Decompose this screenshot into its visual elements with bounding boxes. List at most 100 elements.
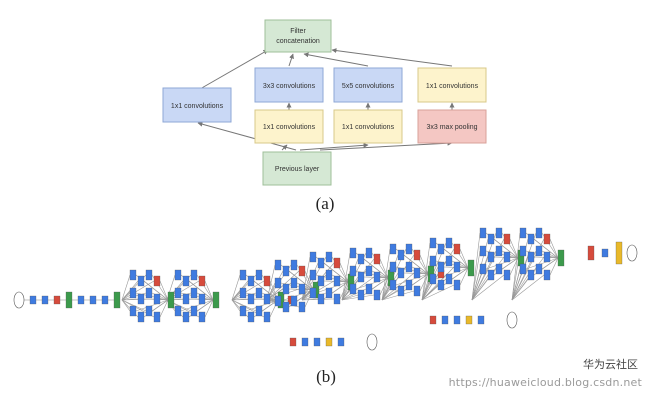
inception-layer — [137, 293, 145, 305]
inception-layer — [413, 267, 421, 279]
conv1x1-pool-box: 1x1 convolutions — [417, 67, 487, 103]
inception-layer — [453, 261, 461, 273]
inception-layer — [373, 289, 381, 301]
inception-layer — [333, 293, 341, 305]
inception-layer — [145, 287, 153, 299]
previous-layer-box: Previous layer — [262, 151, 332, 186]
inception-layer — [495, 227, 503, 239]
inception-layer — [274, 295, 282, 307]
aux-layer — [313, 337, 321, 347]
inception-layer — [247, 311, 255, 323]
inception-layer — [153, 275, 161, 287]
inception-layer — [479, 245, 487, 257]
inception-layer — [405, 261, 413, 273]
inception-layer — [349, 247, 357, 259]
inception-layer — [255, 305, 263, 317]
output-node — [626, 244, 638, 262]
inception-layer — [397, 267, 405, 279]
inception-layer — [437, 261, 445, 273]
inception-layer — [373, 253, 381, 265]
inception-layer — [535, 245, 543, 257]
inception-layer — [174, 287, 182, 299]
conv1x1-a-box: 1x1 convolutions — [254, 109, 324, 144]
inception-layer — [389, 243, 397, 255]
conv1x1-a-label: 1x1 convolutions — [263, 124, 316, 131]
aux-layer — [453, 315, 461, 325]
inception-layer — [357, 253, 365, 265]
aux-layer — [325, 337, 333, 347]
inception-layer — [445, 255, 453, 267]
head-softmax — [615, 241, 623, 265]
inception-layer — [365, 247, 373, 259]
inception-layer — [198, 311, 206, 323]
inception-layer — [263, 293, 271, 305]
inception-layer — [145, 269, 153, 281]
inception-layer — [325, 269, 333, 281]
edge-prev-to-1x1b — [299, 142, 369, 151]
inception-layer — [519, 245, 527, 257]
inception-layer — [309, 269, 317, 281]
edge-pool1x1-to-concat — [331, 48, 453, 67]
inception-layer — [182, 293, 190, 305]
inception-layer — [429, 255, 437, 267]
inception-layer — [543, 269, 551, 281]
stem-layer — [65, 291, 73, 309]
inception-layer — [137, 275, 145, 287]
inception-layer — [247, 275, 255, 287]
inception-layer — [290, 259, 298, 271]
edge-prev-to-pool — [319, 140, 453, 151]
inception-layer — [317, 275, 325, 287]
inception-layer — [298, 283, 306, 295]
aux-layer — [465, 315, 473, 325]
inception-layer — [247, 293, 255, 305]
inception-layer — [298, 265, 306, 277]
aux-layer — [289, 337, 297, 347]
inception-layer — [365, 283, 373, 295]
edge-prev-to-1x1a — [281, 144, 288, 151]
stem-layer — [77, 295, 85, 305]
inception-layer — [153, 293, 161, 305]
googlenet-network-diagram — [13, 227, 638, 351]
conv1x1-b-label: 1x1 convolutions — [342, 124, 395, 131]
inception-layer — [535, 227, 543, 239]
conv1x1-pool-label: 1x1 convolutions — [426, 83, 479, 90]
inception-layer — [317, 257, 325, 269]
inception-layer — [495, 263, 503, 275]
inception-layer — [182, 311, 190, 323]
inception-layer — [274, 259, 282, 271]
inception-layer — [274, 277, 282, 289]
inception-layer — [145, 305, 153, 317]
inception-layer — [129, 269, 137, 281]
inception-layer — [282, 265, 290, 277]
inception-layer — [397, 285, 405, 297]
inception-module-diagram: Filter concatenation 3x3 convolutions 5x… — [162, 19, 487, 186]
inception-layer — [174, 269, 182, 281]
conv1x1-b-box: 1x1 convolutions — [333, 109, 403, 144]
inception-layer — [487, 233, 495, 245]
inception-layer — [263, 275, 271, 287]
aux-layer — [477, 315, 485, 325]
aux-layer — [301, 337, 309, 347]
inception-layer — [487, 251, 495, 263]
inception-layer — [309, 251, 317, 263]
inception-layer — [349, 283, 357, 295]
head-fc — [601, 248, 609, 258]
aux-layer — [337, 337, 345, 347]
head-pool — [587, 245, 595, 261]
inception-layer — [325, 251, 333, 263]
inception-layer — [317, 293, 325, 305]
conv5x5-box: 5x5 convolutions — [333, 67, 403, 103]
conv1x1-direct-box: 1x1 convolutions — [162, 87, 232, 123]
inception-layer — [349, 265, 357, 277]
concat-layer — [557, 249, 565, 267]
inception-layer — [527, 233, 535, 245]
inception-layer — [190, 287, 198, 299]
inception-layer — [357, 271, 365, 283]
inception-layer — [527, 251, 535, 263]
inception-layer — [153, 311, 161, 323]
inception-layer — [182, 275, 190, 287]
inception-layer — [453, 243, 461, 255]
network-nodes — [13, 227, 638, 351]
conv5x5-label: 5x5 convolutions — [342, 83, 395, 90]
inception-layer — [405, 243, 413, 255]
